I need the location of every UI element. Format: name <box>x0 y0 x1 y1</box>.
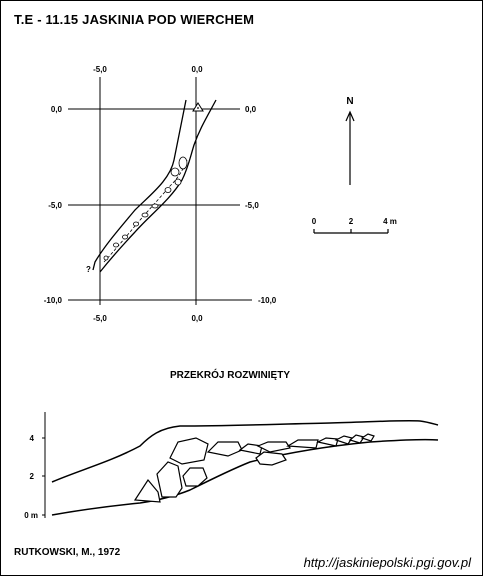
grid-label-bottom-0: 0,0 <box>191 314 203 323</box>
scale-label-0: 0 <box>312 217 317 226</box>
plan-block <box>113 242 119 248</box>
plan-block <box>170 167 180 177</box>
section-axis <box>42 412 46 518</box>
grid-label-right-minus5: -5,0 <box>245 201 259 210</box>
cave-plan-floor-line <box>103 159 188 263</box>
grid-label-left-minus10: -10,0 <box>44 296 63 305</box>
plan-block <box>174 178 182 186</box>
plan-block <box>178 156 188 170</box>
cave-section <box>51 419 439 516</box>
grid-label-right-minus10: -10,0 <box>258 296 277 305</box>
section-block <box>360 433 375 442</box>
section-block <box>182 467 208 487</box>
grid-label-bottom-minus5: -5,0 <box>93 314 107 323</box>
cave-plan <box>92 99 217 273</box>
section-block <box>206 441 243 457</box>
section-block <box>133 478 161 503</box>
section-label-2: 2 <box>30 472 35 481</box>
section-block <box>256 441 291 453</box>
section-block <box>286 439 319 449</box>
grid-label-left-minus5: -5,0 <box>48 201 62 210</box>
section-block <box>255 451 287 466</box>
north-label: N <box>346 96 353 107</box>
entrance-dot <box>197 107 199 109</box>
north-arrow-icon <box>345 110 355 185</box>
section-title: PRZEKRÓJ ROZWINIĘTY <box>170 370 291 381</box>
section-label-4: 4 <box>30 434 35 443</box>
section-blocks <box>133 433 375 503</box>
cave-plan-left-wall <box>92 99 187 271</box>
section-ceiling <box>51 419 439 483</box>
plan-grid <box>68 77 252 305</box>
section-label-0m: 0 m <box>24 511 38 520</box>
plan-blocks <box>103 156 188 261</box>
grid-label-right-0: 0,0 <box>245 105 257 114</box>
author-credit: RUTKOWSKI, M., 1972 <box>14 547 121 558</box>
cave-plan-right-wall <box>99 99 217 273</box>
entrance-triangle-icon <box>192 102 204 112</box>
plan-block <box>164 187 172 193</box>
plan-block <box>151 203 159 209</box>
figure-title: T.E - 11.15 JASKINIA POD WIERCHEM <box>14 12 255 27</box>
section-block <box>169 437 209 465</box>
scale-bar <box>313 229 389 234</box>
source-url[interactable]: http://jaskiniepolski.pgi.gov.pl <box>303 555 471 570</box>
scale-label-4m: 4 m <box>383 217 397 226</box>
plan-block <box>133 221 139 227</box>
section-block <box>316 437 339 447</box>
section-block <box>156 461 183 498</box>
scale-label-2: 2 <box>349 217 354 226</box>
section-floor <box>51 438 439 516</box>
plan-block <box>103 255 109 261</box>
grid-label-top-minus5: -5,0 <box>93 65 107 74</box>
grid-label-top-0: 0,0 <box>191 65 203 74</box>
plan-block <box>122 234 128 240</box>
plan-question-mark: ? <box>86 265 91 274</box>
grid-label-left-0: 0,0 <box>51 105 63 114</box>
plan-block <box>141 212 149 218</box>
section-block <box>348 434 365 444</box>
